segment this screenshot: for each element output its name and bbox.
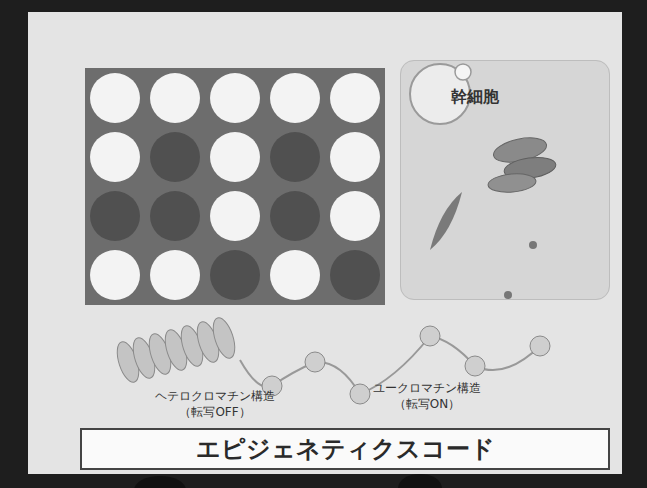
cell-panel: 幹細胞 <box>400 60 610 300</box>
title-box: エピジェネティクスコード <box>80 428 610 470</box>
slide-title: エピジェネティクスコード <box>196 433 495 465</box>
audience-head <box>134 476 186 488</box>
chromatin-label: ユークロマチン構造 （転写ON） <box>362 380 492 412</box>
screen <box>28 12 622 474</box>
audience-head <box>398 474 442 488</box>
chromatin-label: ヘテロクロマチン構造 （転写OFF） <box>150 388 280 420</box>
cell-illustrations <box>410 64 557 299</box>
epigenetic-grid <box>85 68 385 305</box>
panel-ground <box>400 60 610 300</box>
node-heading: 幹細胞 <box>451 87 499 108</box>
